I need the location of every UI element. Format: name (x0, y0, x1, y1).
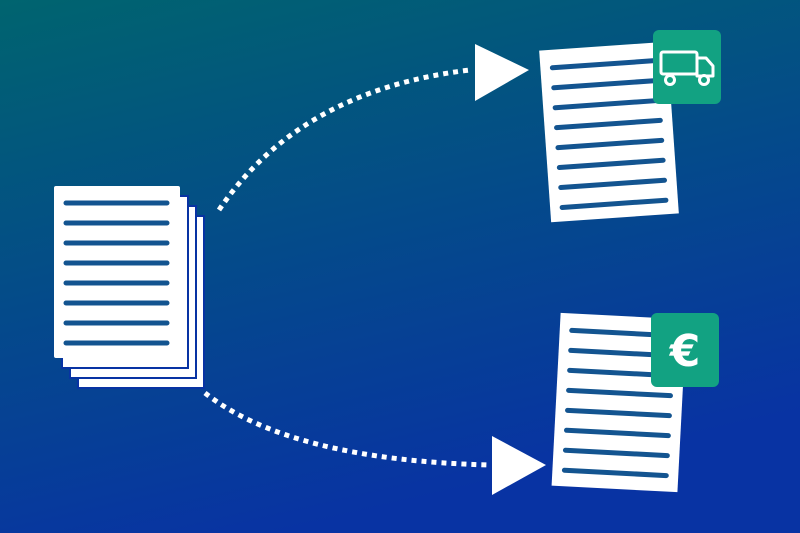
delivery-badge (653, 30, 721, 104)
text-line (565, 407, 672, 419)
source-document-stack (54, 186, 205, 389)
arrowhead-lower (492, 436, 546, 495)
invoice-badge: € (651, 313, 719, 387)
delivery-text-lines (549, 58, 669, 210)
truck-icon (659, 50, 715, 86)
euro-icon: € (669, 326, 701, 377)
delivery-document (539, 41, 679, 223)
text-line (562, 447, 670, 459)
text-line (563, 427, 671, 439)
text-line (556, 157, 666, 171)
arrowhead-upper (475, 44, 529, 101)
source-text-lines (63, 200, 170, 346)
text-line (551, 77, 661, 91)
connector-to-delivery (216, 44, 529, 212)
text-line (561, 467, 669, 479)
text-line (552, 97, 662, 111)
text-line (566, 387, 673, 399)
text-line (558, 177, 668, 191)
invoice-badge-bg (651, 313, 719, 387)
invoice-text-lines (561, 327, 677, 479)
text-line (554, 117, 663, 131)
dotted-arc-upper (216, 67, 471, 212)
text-line (549, 58, 659, 71)
connector-to-invoice (203, 391, 546, 495)
source-front-sheet (54, 186, 180, 358)
text-line (559, 197, 669, 210)
delivery-badge-bg (653, 30, 721, 104)
text-line (555, 137, 665, 151)
